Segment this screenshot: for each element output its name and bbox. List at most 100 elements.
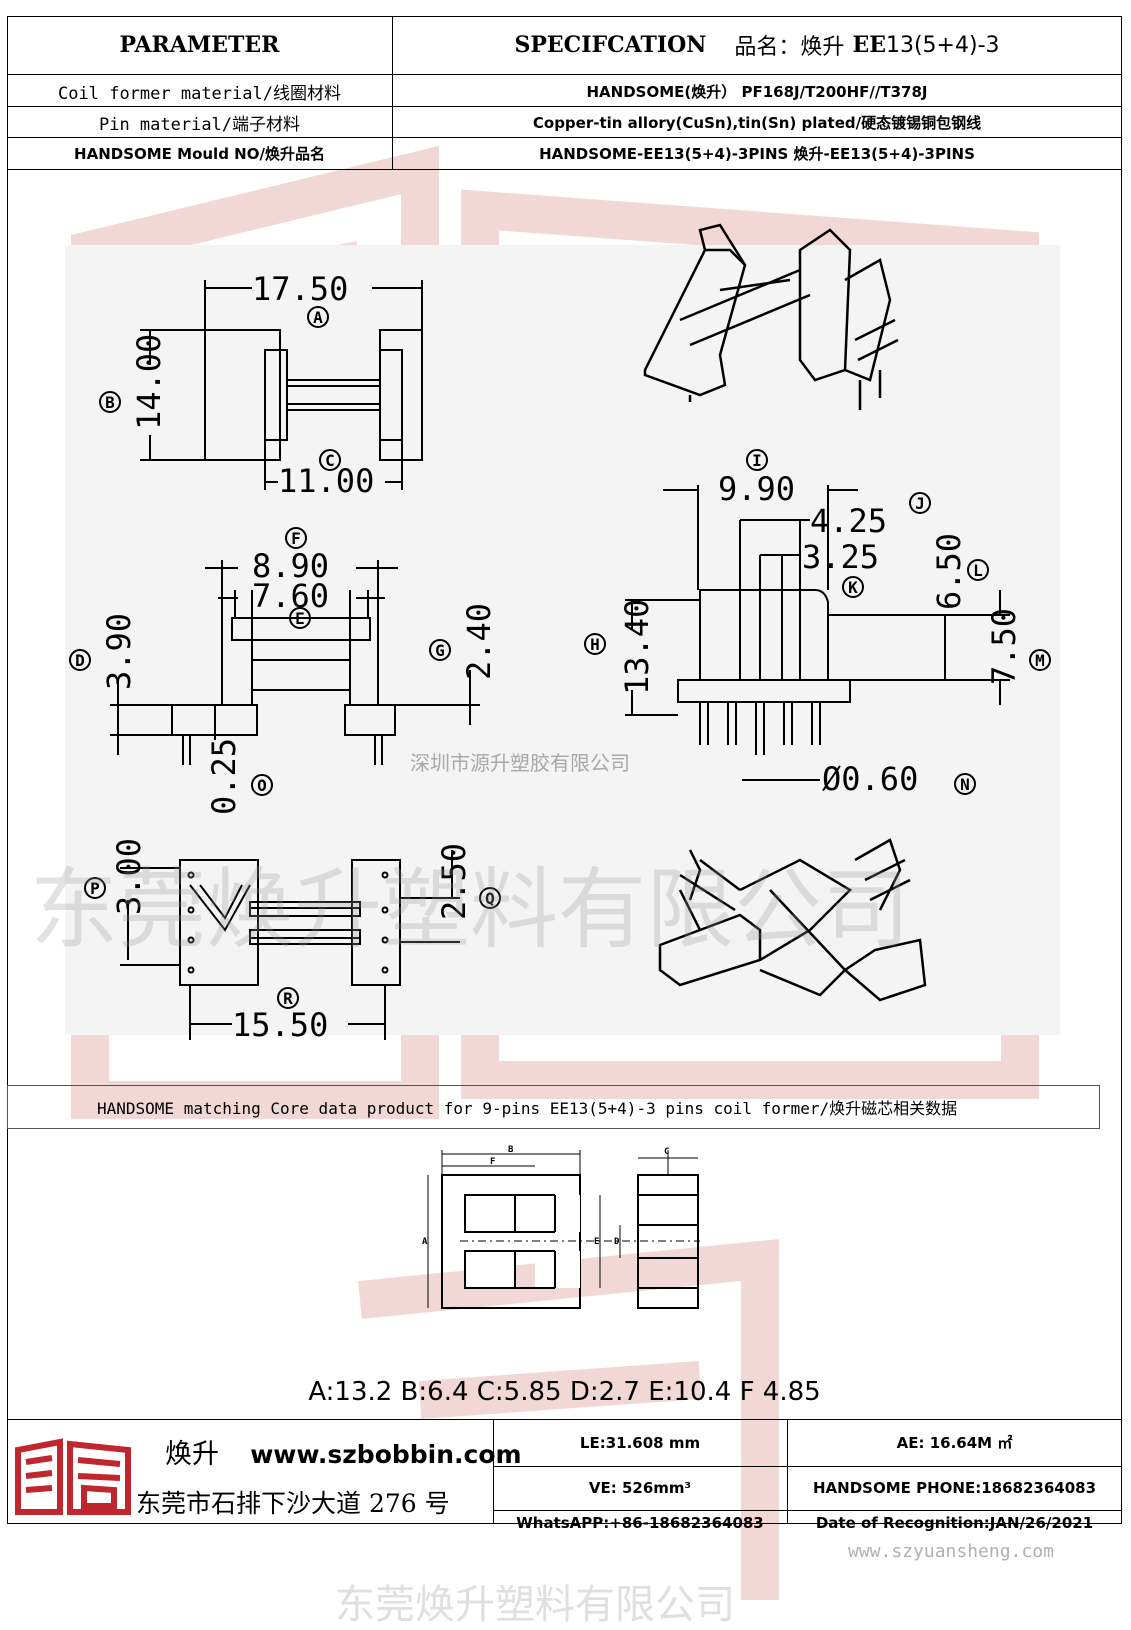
label-F-circle: F — [285, 527, 307, 549]
svg-text:O: O — [257, 776, 267, 795]
spec-value-mould-no: HANDSOME-EE13(5+4)-3PINS 焕升-EE13(5+4)-3P… — [539, 145, 975, 163]
label-J-circle: J — [909, 492, 931, 514]
label-R-circle: R — [277, 987, 299, 1009]
bottom-company-watermark: 东莞焕升塑料有限公司 — [335, 1582, 735, 1628]
spec-value-coil-material: HANDSOME(焕升） PF168J/T200HF//T378J — [586, 82, 928, 101]
svg-text:R: R — [283, 989, 293, 1008]
svg-text:C: C — [325, 451, 335, 470]
grid-line — [7, 169, 1122, 170]
dim-B-value: 14.00 — [130, 334, 168, 430]
footer-address: 东莞市石排下沙大道 276 号 — [136, 1489, 450, 1518]
core-section-title: HANDSOME matching Core data product for … — [97, 1099, 958, 1118]
spec-label-pin-material: Pin material/端子材料 — [98, 115, 301, 135]
svg-text:L: L — [973, 561, 983, 580]
coil-former-drawing: 17.50 14.00 11.00 8.90 7.60 3.90 2.40 0.… — [30, 223, 1060, 1044]
specification-label: SPECIFCATION — [514, 32, 707, 58]
grid-line — [787, 1419, 788, 1524]
svg-text:B: B — [105, 393, 115, 412]
dim-I-value: 9.90 — [718, 470, 795, 508]
label-D-circle: D — [69, 649, 91, 671]
label-N-circle: N — [954, 773, 976, 795]
svg-text:M: M — [1035, 651, 1045, 670]
dim-D-value: 3.90 — [100, 613, 138, 690]
large-company-watermark: 东莞焕升塑料有限公司 — [30, 858, 910, 961]
spec-label-coil-material: Coil former material/线圈材料 — [58, 83, 341, 104]
grid-line — [7, 137, 1122, 138]
label-L-circle: L — [967, 559, 989, 581]
company-logo — [15, 1438, 131, 1515]
footer-le: LE:31.608 mm — [579, 1433, 701, 1452]
core-letter-D: D — [614, 1237, 620, 1247]
svg-text:E: E — [295, 609, 305, 628]
grid-line — [493, 1419, 494, 1524]
spec-label-mould-no: HANDSOME Mould NO/焕升品名 — [74, 145, 325, 163]
page-frame — [7, 16, 1122, 1524]
core-section-title-box — [7, 1085, 1100, 1129]
footer-ae: AE: 16.64M ㎡ — [896, 1434, 1013, 1452]
grid-line — [493, 1466, 1122, 1467]
grid-line — [7, 74, 1122, 75]
svg-text:F: F — [291, 529, 301, 548]
svg-text:P: P — [90, 879, 100, 898]
dim-K-value: 3.25 — [802, 538, 879, 576]
dim-L-value: 6.50 — [930, 533, 968, 610]
label-O-circle: O — [251, 774, 273, 796]
footer-whatsapp: WhatsAPP:+86-18682364083 — [516, 1514, 764, 1532]
label-B-circle: B — [99, 391, 121, 413]
url-watermark: www.szyuansheng.com — [848, 1541, 1054, 1562]
dim-E-value: 7.60 — [252, 577, 329, 615]
footer-date: Date of Recognition:JAN/26/2021 — [815, 1514, 1094, 1532]
core-values: A:13.2 B:6.4 C:5.85 D:2.7 E:10.4 F 4.85 — [308, 1377, 821, 1407]
grid-line — [7, 1419, 1122, 1420]
product-model-prefix: EE — [852, 32, 886, 58]
svg-text:A: A — [313, 308, 323, 327]
label-C-circle: C — [319, 449, 341, 471]
label-G-circle: G — [429, 639, 451, 661]
top-view-right-cap — [379, 349, 403, 441]
core-letter-F: F — [490, 1157, 495, 1167]
dim-H-value: 13.40 — [618, 599, 656, 695]
dim-G-value: 2.40 — [460, 603, 498, 680]
grid-line — [493, 1510, 1122, 1511]
dim-P-value: 3.00 — [110, 838, 148, 915]
label-Q-circle: Q — [479, 887, 501, 909]
dim-M-value: 7.50 — [985, 608, 1023, 685]
footer-website-link[interactable]: www.szbobbin.com — [250, 1440, 522, 1469]
top-view-left-flange — [204, 329, 281, 461]
dim-F-value: 8.90 — [252, 547, 329, 585]
footer-ve: VE: 526mm³ — [588, 1479, 692, 1497]
svg-text:I: I — [752, 451, 762, 470]
grid-line — [392, 16, 393, 169]
svg-text:D: D — [75, 651, 85, 670]
product-name-label: 品名：焕升 — [734, 35, 845, 60]
svg-text:N: N — [960, 775, 970, 794]
label-K-circle: K — [842, 576, 864, 598]
svg-text:K: K — [848, 578, 858, 597]
svg-text:J: J — [915, 494, 925, 513]
core-letter-B: B — [508, 1145, 514, 1155]
label-A-circle: A — [307, 306, 329, 328]
svg-text:G: G — [435, 641, 445, 660]
core-letter-A: A — [422, 1237, 428, 1247]
top-view-left-cap — [264, 349, 288, 441]
label-E-circle: E — [289, 607, 311, 629]
core-letter-E: E — [594, 1237, 599, 1247]
label-P-circle: P — [84, 877, 106, 899]
dim-R-value: 15.50 — [232, 1006, 328, 1044]
grid-line — [7, 106, 1122, 107]
parameter-header: PARAMETER — [119, 32, 280, 58]
svg-text:H: H — [590, 635, 600, 654]
dim-Q-value: 2.50 — [435, 843, 473, 920]
product-model-rest: 13(5+4)-3 — [885, 32, 1000, 58]
label-M-circle: M — [1029, 649, 1051, 671]
dim-O-value: 0.25 — [205, 738, 243, 815]
dim-A-value: 17.50 — [252, 270, 348, 308]
svg-text:Q: Q — [485, 889, 495, 908]
core-drawing: A B C D E F — [422, 1145, 700, 1309]
footer-brand: 焕升 — [165, 1439, 219, 1470]
spec-value-pin-material: Copper-tin allory(CuSn),tin(Sn) plated/硬… — [532, 114, 982, 132]
footer-phone: HANDSOME PHONE:18682364083 — [812, 1479, 1097, 1497]
core-letter-C: C — [664, 1147, 669, 1157]
dim-J-value: 4.25 — [810, 502, 887, 540]
